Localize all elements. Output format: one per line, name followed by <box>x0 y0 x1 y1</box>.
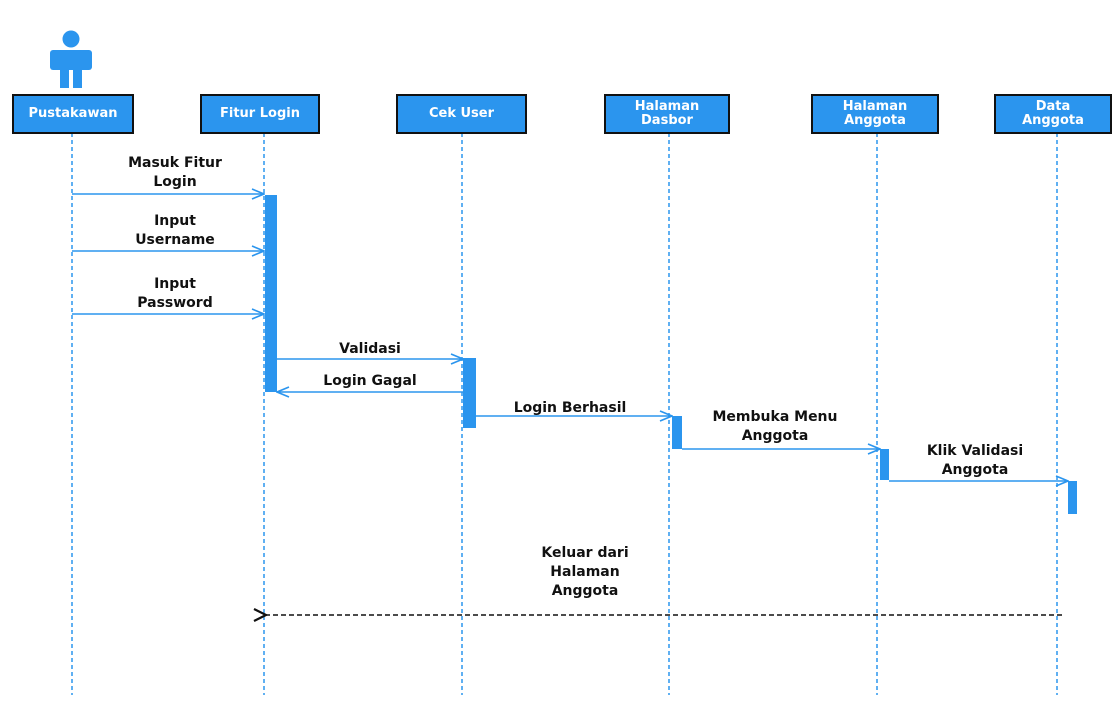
activation-halaman-anggota <box>880 449 889 480</box>
participant-fitur-login: Fitur Login <box>200 94 320 134</box>
message-label-login-gagal: Login Gagal <box>323 373 417 389</box>
message-label-validasi: Validasi <box>339 341 401 357</box>
message-label-membuka-menu-anggota: Membuka Menu Anggota <box>712 409 838 444</box>
message-label-input-password: Input Password <box>137 276 213 311</box>
person-icon <box>50 30 92 88</box>
participant-halaman-anggota: Halaman Anggota <box>811 94 939 134</box>
message-label-masuk-fitur-login: Masuk Fitur Login <box>128 155 222 190</box>
message-label-keluar-dari-halaman-anggota: Keluar dari Halaman Anggota <box>541 545 629 599</box>
activation-fitur-login <box>265 195 277 392</box>
participant-pustakawan: Pustakawan <box>12 94 134 134</box>
activation-cek-user <box>463 358 476 428</box>
message-label-login-berhasil: Login Berhasil <box>513 400 627 416</box>
participant-cek-user: Cek User <box>396 94 527 134</box>
activation-data-anggota <box>1068 481 1077 514</box>
participant-halaman-dasbor: Halaman Dasbor <box>604 94 730 134</box>
participant-data-anggota: Data Anggota <box>994 94 1112 134</box>
message-label-input-username: Input Username <box>135 213 215 248</box>
activation-halaman-dasbor <box>672 416 682 449</box>
message-label-klik-validasi-anggota: Klik Validasi Anggota <box>926 443 1024 478</box>
